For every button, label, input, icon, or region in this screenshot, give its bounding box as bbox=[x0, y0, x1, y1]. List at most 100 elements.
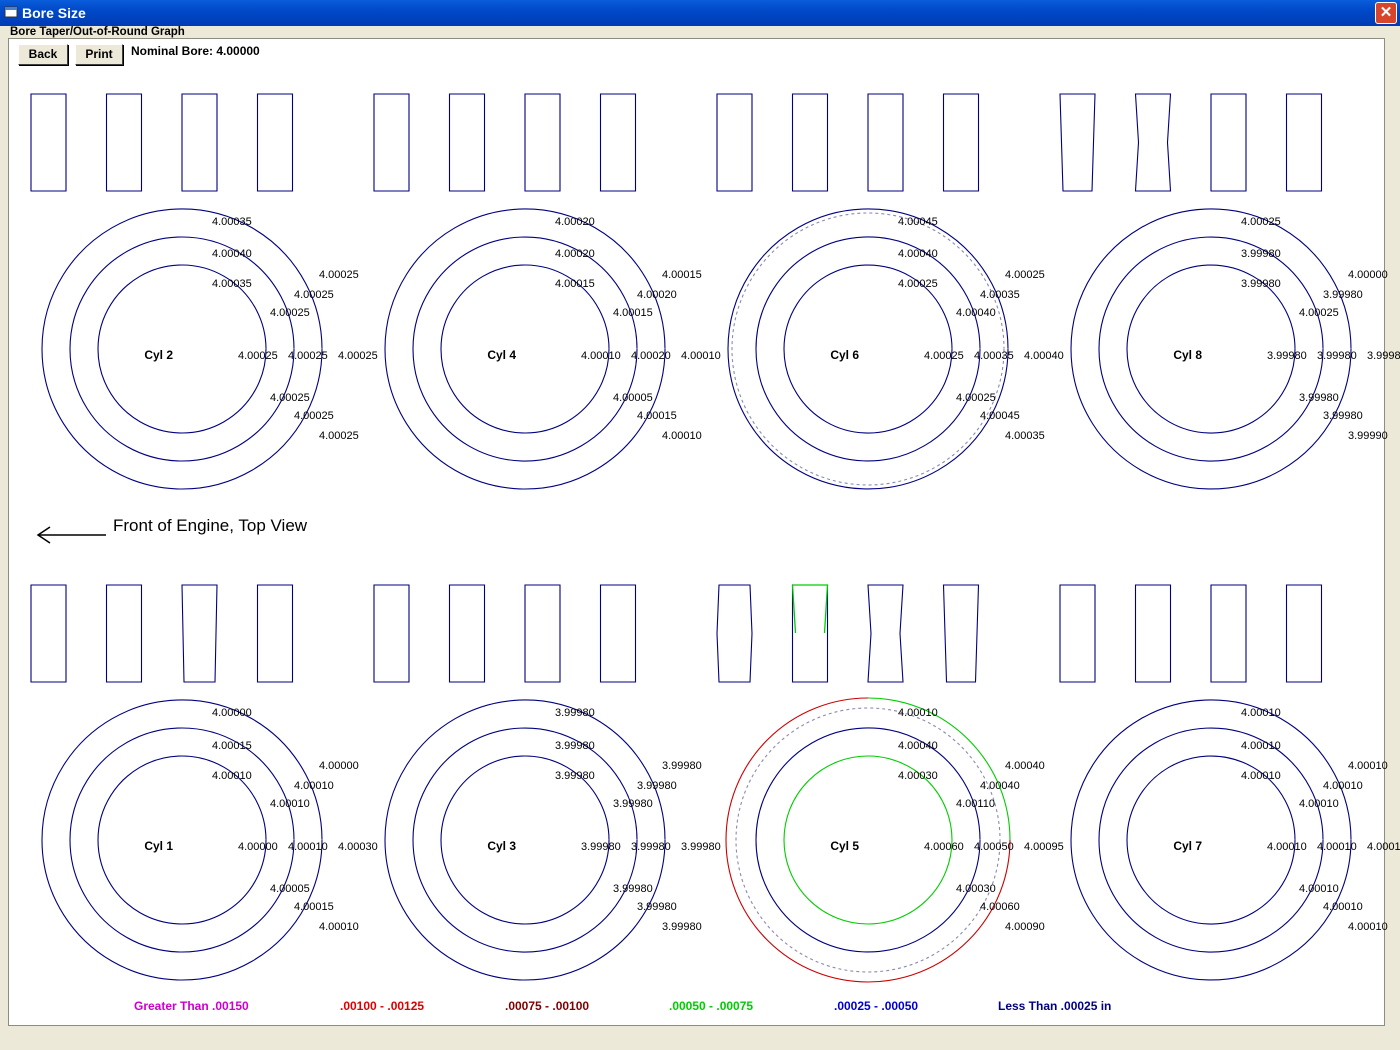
close-button[interactable]: ✕ bbox=[1375, 2, 1397, 24]
mid-reading: 4.00020 bbox=[631, 350, 671, 362]
bore-profile-taper-marker-left bbox=[791, 584, 797, 634]
diag-lower-reading: 4.00090 bbox=[1005, 921, 1045, 933]
bore-profile bbox=[599, 93, 637, 192]
diag-lower-reading: 4.00025 bbox=[294, 410, 334, 422]
top-reading: 4.00030 bbox=[898, 770, 938, 782]
bore-profile bbox=[1134, 584, 1172, 683]
bore-profile bbox=[791, 93, 829, 192]
bore-ring bbox=[1070, 699, 1352, 981]
top-reading: 4.00000 bbox=[212, 707, 252, 719]
legend-item: Less Than .00025 in bbox=[998, 999, 1112, 1013]
cylinder-name: Cyl 4 bbox=[487, 348, 516, 362]
window-title: Bore Size bbox=[22, 5, 86, 21]
bore-ring bbox=[41, 208, 323, 490]
diag-upper-reading: 4.00025 bbox=[1299, 307, 1339, 319]
top-reading: 4.00020 bbox=[555, 216, 595, 228]
diag-lower-reading: 4.00025 bbox=[270, 392, 310, 404]
mid-reading: 4.00060 bbox=[924, 841, 964, 853]
legend-item: .00025 - .00050 bbox=[834, 999, 919, 1013]
mid-reading: 4.00025 bbox=[288, 350, 328, 362]
top-reading: 4.00025 bbox=[898, 278, 938, 290]
top-reading: 4.00010 bbox=[212, 770, 252, 782]
diag-upper-reading: 4.00015 bbox=[613, 307, 653, 319]
top-reading: 4.00020 bbox=[555, 248, 595, 260]
mid-reading: 4.00040 bbox=[1024, 350, 1064, 362]
mid-reading: 3.99980 bbox=[1267, 350, 1307, 362]
title-bar: Bore Size ✕ bbox=[0, 0, 1400, 26]
bore-profile bbox=[30, 584, 67, 683]
mid-reading: 4.00010 bbox=[1367, 841, 1400, 853]
diag-upper-reading: 4.00010 bbox=[270, 798, 310, 810]
diag-lower-reading: 4.00010 bbox=[662, 430, 702, 442]
diag-upper-reading: 4.00010 bbox=[1348, 760, 1388, 772]
top-reading: 4.00035 bbox=[212, 278, 252, 290]
mid-reading: 4.00000 bbox=[238, 841, 278, 853]
top-reading: 3.99980 bbox=[555, 707, 595, 719]
bore-ring bbox=[1098, 236, 1324, 462]
cylinder-name: Cyl 5 bbox=[830, 839, 859, 853]
bore-ring bbox=[1126, 755, 1296, 925]
diag-lower-reading: 3.99980 bbox=[613, 883, 653, 895]
diag-lower-reading: 4.00015 bbox=[294, 901, 334, 913]
diag-lower-reading: 3.99980 bbox=[1299, 392, 1339, 404]
top-reading: 3.99980 bbox=[555, 740, 595, 752]
app-icon bbox=[4, 6, 18, 18]
bore-profile bbox=[1285, 93, 1323, 192]
mid-reading: 3.99980 bbox=[631, 841, 671, 853]
bore-ring bbox=[412, 236, 638, 462]
top-reading: 4.00035 bbox=[212, 216, 252, 228]
bore-ring-outer-green bbox=[867, 697, 1011, 841]
cylinder-cyl-7: Cyl 74.000104.000104.000104.000104.00010… bbox=[1059, 584, 1400, 981]
diag-upper-reading: 4.00025 bbox=[319, 269, 359, 281]
bore-profile bbox=[1210, 93, 1247, 192]
cylinder-name: Cyl 3 bbox=[487, 839, 516, 853]
bore-ring bbox=[69, 236, 295, 462]
diag-lower-reading: 4.00025 bbox=[956, 392, 996, 404]
cylinder-cyl-6: Cyl 64.000454.000404.000254.000404.00035… bbox=[716, 93, 1064, 490]
bore-ring-outer-red-left bbox=[725, 697, 869, 983]
diag-lower-reading: 3.99990 bbox=[1348, 430, 1388, 442]
mid-reading: 4.00025 bbox=[338, 350, 378, 362]
diag-upper-reading: 4.00020 bbox=[637, 289, 677, 301]
bore-profile bbox=[1059, 93, 1096, 192]
back-button[interactable]: Back bbox=[18, 44, 68, 65]
bore-profile bbox=[448, 93, 486, 192]
bore-profile bbox=[448, 584, 486, 683]
diag-upper-reading: 4.00035 bbox=[980, 289, 1020, 301]
diag-lower-reading: 3.99980 bbox=[1323, 410, 1363, 422]
bore-profile bbox=[30, 93, 67, 192]
legend-item: .00075 - .00100 bbox=[505, 999, 590, 1013]
mid-reading: 4.00010 bbox=[1317, 841, 1357, 853]
bore-profile bbox=[1059, 584, 1096, 683]
diag-upper-reading: 4.00110 bbox=[956, 798, 995, 810]
bore-ring bbox=[1098, 727, 1324, 953]
bore-ring bbox=[384, 208, 666, 490]
diag-upper-reading: 4.00010 bbox=[294, 780, 334, 792]
diag-upper-reading: 3.99980 bbox=[613, 798, 653, 810]
bore-profile bbox=[716, 584, 753, 683]
mid-reading: 4.00010 bbox=[581, 350, 621, 362]
bore-ring bbox=[1070, 208, 1352, 490]
diag-upper-reading: 4.00010 bbox=[1299, 798, 1339, 810]
mid-reading: 3.99980 bbox=[681, 841, 721, 853]
legend-item: Greater Than .00150 bbox=[134, 999, 249, 1013]
diag-lower-reading: 4.00005 bbox=[613, 392, 653, 404]
bore-profile bbox=[105, 584, 143, 683]
bore-ring bbox=[783, 264, 953, 434]
bore-profile bbox=[942, 584, 980, 683]
bore-ring bbox=[727, 208, 1009, 490]
diag-upper-reading: 3.99980 bbox=[662, 760, 702, 772]
diag-upper-reading: 4.00040 bbox=[980, 780, 1020, 792]
mid-reading: 4.00010 bbox=[1267, 841, 1307, 853]
bore-profile bbox=[373, 584, 410, 683]
bore-profile-taper-marker bbox=[792, 584, 829, 634]
top-reading: 3.99980 bbox=[1241, 278, 1281, 290]
cylinder-name: Cyl 2 bbox=[144, 348, 173, 362]
bore-profile bbox=[181, 93, 218, 192]
bore-profile bbox=[1134, 93, 1172, 192]
cylinder-name: Cyl 6 bbox=[830, 348, 859, 362]
print-button[interactable]: Print bbox=[75, 44, 123, 65]
diag-lower-reading: 3.99980 bbox=[662, 921, 702, 933]
bore-profile bbox=[256, 93, 294, 192]
